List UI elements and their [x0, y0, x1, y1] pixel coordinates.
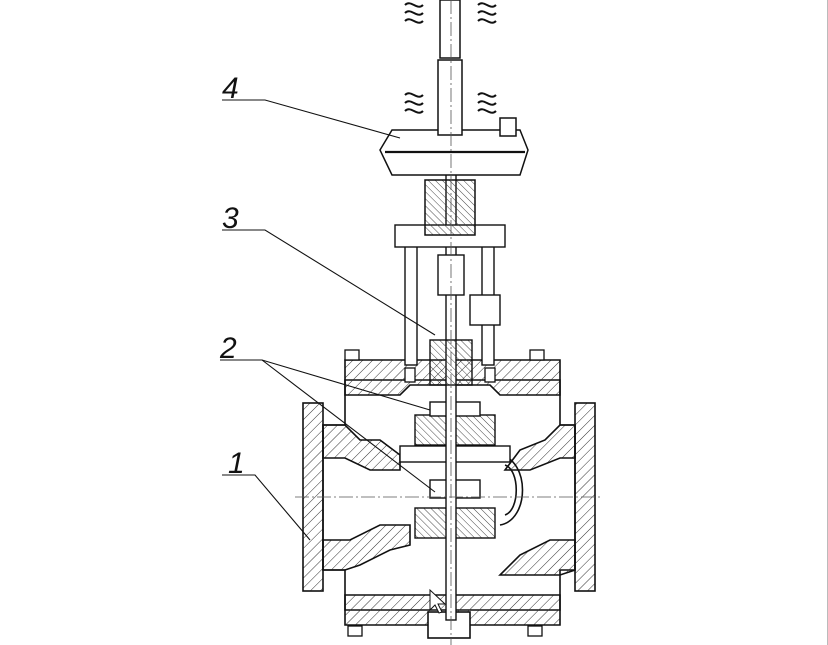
- callout-4: 4: [222, 72, 239, 105]
- bolt-top-left: [344, 349, 360, 361]
- lower-spring-left: [404, 92, 424, 114]
- upper-spring-right: [477, 2, 497, 24]
- leader-4: [222, 99, 401, 139]
- mouse-cursor-icon: [429, 588, 447, 614]
- travel-indicator: [469, 294, 501, 326]
- inlet-wall-lower: [322, 524, 411, 571]
- lower-spring-right: [477, 92, 497, 114]
- outlet-wall-lower: [498, 539, 576, 576]
- outlet-wall-upper: [503, 424, 576, 471]
- bolt-mid-right: [484, 367, 496, 383]
- bolts: [344, 349, 545, 637]
- partition-wall-inner: [504, 464, 517, 516]
- actuator-neck: [424, 179, 476, 236]
- upper-spring-left: [404, 2, 424, 24]
- top-stem: [439, 0, 461, 59]
- bolt-top-right: [529, 349, 545, 361]
- spring-stem: [437, 59, 463, 136]
- callouts: 4 3 2 1: [219, 72, 245, 480]
- callout-3: 3: [222, 202, 239, 235]
- bolt-bottom-left: [347, 625, 363, 637]
- valve-body: [302, 359, 596, 639]
- centerlines: [295, 0, 600, 645]
- springs: [404, 2, 497, 114]
- callout-1: 1: [228, 447, 245, 480]
- actuator: [379, 0, 529, 236]
- side-port: [499, 117, 517, 137]
- callout-2: 2: [219, 332, 237, 365]
- bolt-mid-left: [404, 367, 416, 383]
- leader-1: [222, 474, 311, 541]
- leader-3: [222, 229, 436, 336]
- yoke-left-post: [404, 234, 418, 366]
- inlet-wall-upper: [322, 424, 401, 471]
- leader-lines: [220, 99, 436, 541]
- leader-2b: [261, 359, 436, 493]
- bolt-bottom-right: [527, 625, 543, 637]
- bottom-plug: [427, 611, 471, 639]
